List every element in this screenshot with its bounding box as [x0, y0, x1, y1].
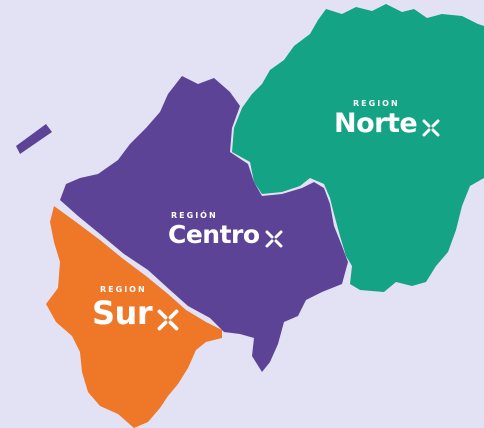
label-norte-name: Norte	[334, 108, 418, 139]
x-sparkle-icon	[157, 309, 179, 330]
x-sparkle-icon	[422, 119, 440, 136]
region-centro-shape[interactable]	[60, 76, 348, 372]
label-centro-name: Centro	[168, 220, 260, 249]
label-centro: REGIÓN Centro	[168, 211, 283, 249]
label-sur: REGION Sur	[92, 285, 179, 331]
label-norte-prefix: REGION	[353, 99, 400, 108]
region-norte-shape[interactable]	[232, 4, 484, 292]
label-norte: REGION Norte	[334, 99, 440, 139]
label-sur-prefix: REGION	[100, 285, 147, 294]
region-sur-shape[interactable]	[46, 206, 222, 428]
x-sparkle-icon	[265, 230, 283, 247]
label-sur-name: Sur	[92, 294, 153, 332]
label-centro-prefix: REGIÓN	[171, 211, 218, 220]
island-shape	[16, 124, 52, 154]
